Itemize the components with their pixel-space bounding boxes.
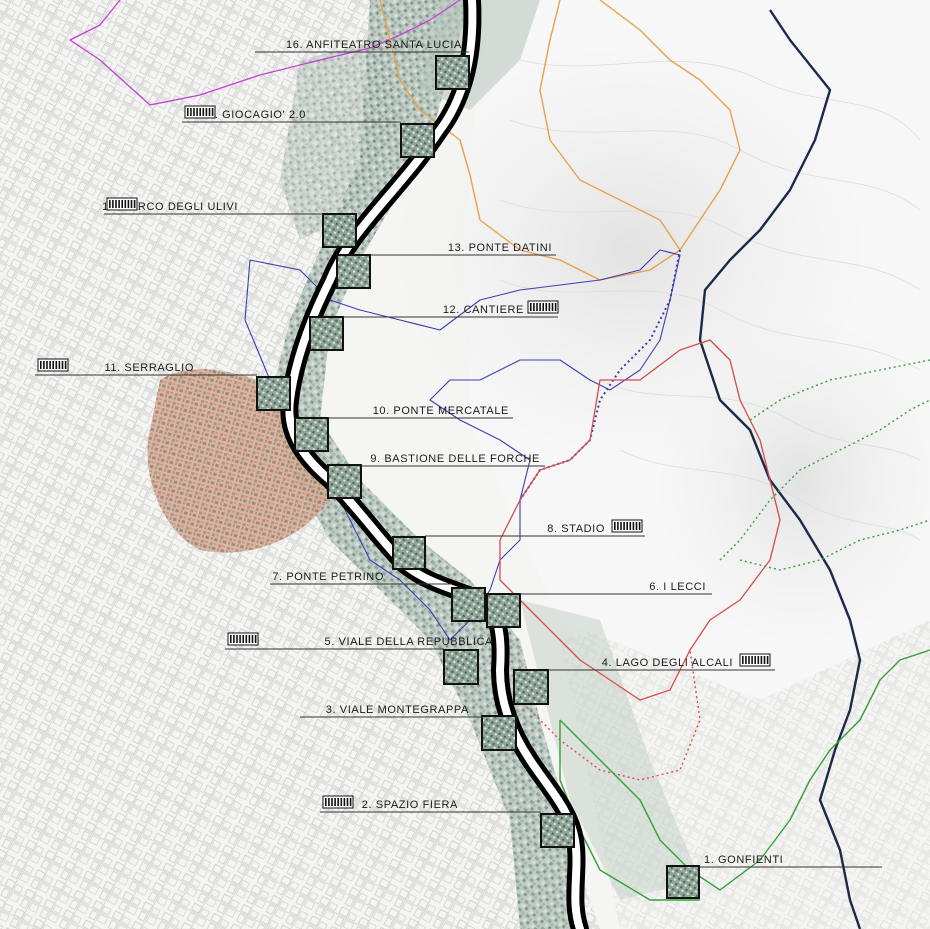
site-thumbnail[interactable] [400, 123, 435, 158]
site-label[interactable]: 12. CANTIERE [443, 304, 524, 316]
boundary-red [499, 339, 781, 701]
site-thumbnail[interactable] [513, 669, 549, 705]
site-marker-6[interactable]: 6. I LECCI [486, 581, 712, 628]
site-markers: 1. GONFIENTI 2. SPAZIO FIERA 3. VIALE MONT… [35, 39, 882, 899]
river-path [280, 0, 589, 929]
urban-area-north [280, 40, 400, 240]
barcode-marker-icon [184, 105, 216, 119]
site-marker-1[interactable]: 1. GONFIENTI [666, 854, 882, 899]
site-marker-9[interactable]: 9. BASTIONE DELLE FORCHE [327, 453, 545, 499]
site-marker-12[interactable]: 12. CANTIERE [309, 300, 559, 351]
site-marker-14[interactable]: 14. PARCO DEGLI ULIVI [102, 197, 357, 248]
site-label[interactable]: 15. GIOCAGIO' 2.0 [201, 109, 306, 121]
barcode-marker-icon [106, 197, 138, 211]
site-label[interactable]: 2. SPAZIO FIERA [362, 799, 458, 811]
site-marker-5[interactable]: 5. VIALE DELLA REPUBBLICA [225, 632, 494, 685]
site-thumbnail[interactable] [322, 213, 357, 248]
site-marker-13[interactable]: 13. PONTE DATINI [336, 242, 556, 289]
site-marker-10[interactable]: 10. PONTE MERCATALE [294, 405, 513, 452]
site-thumbnail[interactable] [309, 316, 344, 351]
site-label[interactable]: 9. BASTIONE DELLE FORCHE [370, 453, 540, 465]
barcode-marker-icon [322, 795, 354, 809]
site-label[interactable]: 13. PONTE DATINI [448, 242, 552, 254]
site-thumbnail[interactable] [435, 55, 470, 90]
site-marker-3[interactable]: 3. VIALE MONTEGRAPPA [300, 704, 517, 751]
site-thumbnail[interactable] [392, 536, 426, 570]
site-thumbnail[interactable] [336, 254, 371, 289]
site-label[interactable]: 16. ANFITEATRO SANTA LUCIA [286, 39, 462, 51]
boundary-blue-dotted [519, 249, 681, 501]
boundary-orange [379, 0, 741, 281]
barcode-marker-icon [37, 358, 69, 372]
site-label[interactable]: 1. GONFIENTI [704, 854, 783, 866]
site-label[interactable]: 3. VIALE MONTEGRAPPA [326, 704, 469, 716]
site-label[interactable]: 5. VIALE DELLA REPUBBLICA [325, 636, 494, 648]
boundary-green-dotted [719, 359, 930, 571]
boundary-blue [244, 249, 681, 641]
barcode-marker-icon [227, 632, 259, 646]
site-marker-7[interactable]: 7. PONTE PETRINO [270, 571, 486, 622]
barcode-marker-icon [527, 300, 559, 314]
site-label[interactable]: 10. PONTE MERCATALE [373, 405, 509, 417]
site-marker-16[interactable]: 16. ANFITEATRO SANTA LUCIA [255, 39, 470, 90]
site-marker-4[interactable]: 4. LAGO DEGLI ALCALI [513, 653, 775, 705]
site-marker-11[interactable]: 11. SERRAGLIO [35, 358, 291, 411]
site-label[interactable]: 7. PONTE PETRINO [272, 571, 384, 583]
barcode-marker-icon [739, 653, 771, 667]
boundary-magenta [69, 0, 461, 106]
site-label[interactable]: 11. SERRAGLIO [104, 362, 194, 374]
site-thumbnail[interactable] [294, 417, 329, 452]
site-marker-15[interactable]: 15. GIOCAGIO' 2.0 [182, 105, 435, 158]
site-thumbnail[interactable] [443, 649, 479, 685]
park-boundaries [69, 0, 930, 929]
site-label[interactable]: 6. I LECCI [649, 581, 706, 593]
site-thumbnail[interactable] [256, 376, 291, 411]
boundary-green [559, 649, 930, 901]
boundary-navy [698, 9, 862, 929]
site-thumbnail[interactable] [481, 715, 517, 751]
site-label[interactable]: 8. STADIO [547, 523, 605, 535]
site-marker-2[interactable]: 2. SPAZIO FIERA [320, 795, 575, 848]
site-thumbnail[interactable] [666, 865, 700, 899]
site-label[interactable]: 4. LAGO DEGLI ALCALI [602, 657, 733, 669]
site-thumbnail[interactable] [486, 593, 521, 628]
barcode-marker-icon [611, 519, 643, 533]
site-thumbnail[interactable] [451, 587, 486, 622]
site-thumbnail[interactable] [327, 464, 362, 499]
site-thumbnail[interactable] [540, 813, 575, 848]
site-marker-8[interactable]: 8. STADIO [392, 519, 645, 570]
